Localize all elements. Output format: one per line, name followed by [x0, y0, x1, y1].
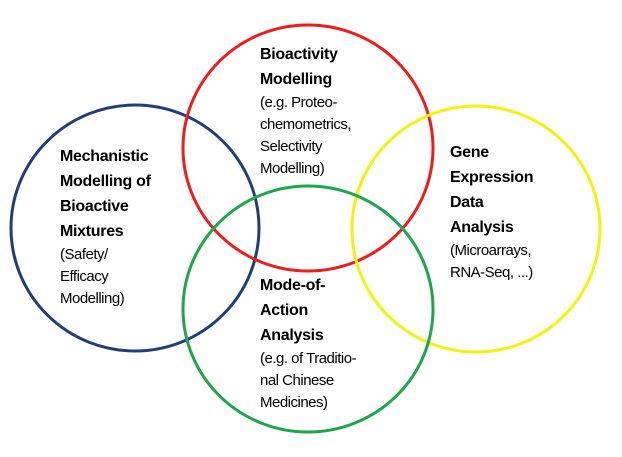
title-line: Action — [260, 302, 308, 319]
title-line: Analysis — [260, 327, 324, 344]
circle-mechanistic — [9, 103, 261, 353]
title-line: Modelling of — [60, 173, 151, 190]
sub-line: Efficacy — [60, 268, 109, 285]
label-mechanistic: Mechanistic Modelling of Bioactive Mixtu… — [60, 144, 151, 310]
sub-line: RNA-Seq, ...) — [450, 264, 533, 281]
sub-line: nal Chinese — [260, 372, 334, 389]
sub-line: (Microarrays, — [450, 242, 532, 259]
title-line: Bioactivity — [260, 46, 338, 63]
title-line: Mixtures — [60, 223, 124, 240]
sub-line: (e.g. of Traditio- — [260, 350, 357, 367]
label-moa: Mode-of- Action Analysis (e.g. of Tradit… — [260, 273, 357, 414]
sub-line: Modelling) — [260, 160, 325, 177]
title-line: Data — [450, 194, 484, 211]
label-gene: Gene Expression Data Analysis (Microarra… — [450, 140, 534, 284]
sub-line: chemometrics, — [260, 116, 352, 133]
circle-gene — [350, 104, 602, 354]
title-line: Modelling — [260, 71, 332, 88]
title-line: Gene — [450, 144, 489, 161]
sub-line: (Safety/ — [60, 246, 108, 263]
sub-line: (e.g. Proteo- — [260, 94, 337, 111]
circle-moa — [181, 184, 435, 434]
label-bioactivity: Bioactivity Modelling (e.g. Proteo- chem… — [260, 42, 352, 180]
sub-line: Medicines) — [260, 394, 328, 411]
sub-line: Selectivity — [260, 138, 323, 155]
title-line: Expression — [450, 169, 534, 186]
sub-line: Modelling) — [60, 290, 125, 307]
circle-bioactivity — [181, 23, 435, 273]
title-line: Bioactive — [60, 198, 129, 215]
title-line: Mode-of- — [260, 277, 326, 294]
title-line: Analysis — [450, 219, 514, 236]
title-line: Mechanistic — [60, 148, 149, 165]
